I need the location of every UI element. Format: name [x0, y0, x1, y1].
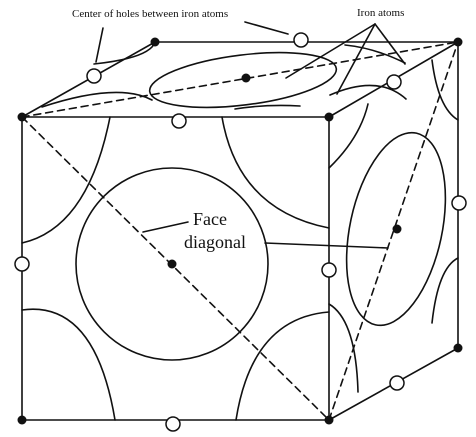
top-face-center-atom	[148, 51, 338, 109]
iron-atom-corner-back-bottom-right	[453, 343, 463, 353]
face-diagonal-label-line1: Face	[193, 209, 227, 229]
iron-atom-front-face-center	[167, 259, 177, 269]
hole-center-right-bottom-edge	[389, 375, 405, 391]
hole-center-front-left-edge	[14, 256, 30, 272]
top-corner-arc-back-right	[344, 44, 406, 64]
iron-leader-line-1	[285, 23, 376, 79]
front-corner-arc-top-right	[221, 116, 330, 229]
right-face-center-atom	[345, 131, 447, 327]
iron-leader-line-2	[336, 23, 376, 95]
hole-center-top-back-edge	[293, 32, 309, 48]
right-corner-arc-bottom-left	[328, 303, 359, 393]
hole-center-top-left-edge	[86, 68, 102, 84]
top-corner-arc-right	[329, 84, 407, 100]
holes-center-label: Center of holes between iron atoms	[72, 8, 228, 20]
iron-atom-corner-front-top-left	[17, 112, 27, 122]
front-corner-arc-bottom-right	[235, 311, 330, 421]
front-corner-arc-bottom-left	[21, 308, 116, 421]
holes-leader-line-right	[244, 21, 289, 35]
top-corner-arc-back-left	[93, 41, 156, 65]
holes-leader-line-left	[95, 27, 104, 63]
iron-atom-corner-front-bottom-left	[17, 415, 27, 425]
iron-atom-corner-front-top-right	[324, 112, 334, 122]
iron-atoms-label: Iron atoms	[357, 7, 404, 19]
hole-center-right-back-edge	[451, 195, 467, 211]
iron-leader-line-3	[374, 23, 406, 65]
iron-atom-corner-front-bottom-right	[324, 415, 334, 425]
top-face-diagonal	[21, 41, 459, 118]
iron-atom-right-face-center	[392, 224, 402, 234]
face-diagonal-leader-right	[264, 242, 389, 249]
front-face-center-atom	[75, 167, 269, 361]
right-corner-arc-top-left	[328, 103, 369, 169]
right-corner-arc-bottom-right	[431, 257, 459, 324]
iron-atom-corner-back-top-left	[150, 37, 160, 47]
face-diagonal-label-line2: diagonal	[184, 232, 246, 252]
right-corner-arc-top-right	[431, 59, 459, 121]
hole-center-top-right-edge	[386, 74, 402, 90]
hole-center-front-right-edge	[321, 262, 337, 278]
iron-atom-corner-back-top-right	[453, 37, 463, 47]
top-corner-arc-left	[41, 91, 153, 108]
front-corner-arc-top-left	[21, 116, 111, 244]
face-diagonal-leader-left	[142, 221, 189, 233]
hole-center-front-bottom-edge	[165, 416, 181, 432]
hole-center-top-front-edge	[171, 113, 187, 129]
top-corner-arc-front	[234, 104, 301, 110]
front-face-diagonal	[21, 116, 330, 421]
iron-atom-top-face-center	[241, 73, 251, 83]
